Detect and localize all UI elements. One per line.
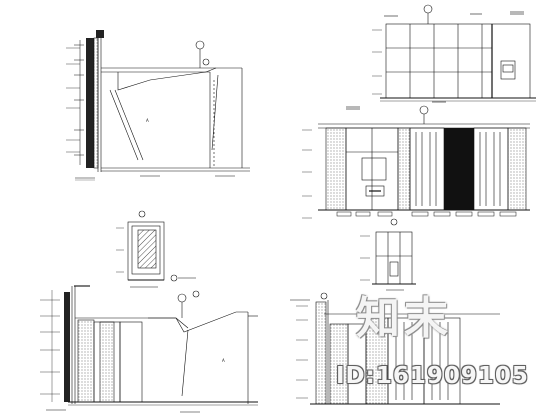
door-detail-middle [116,210,196,288]
door-detail-bottom-right [360,218,416,291]
elevation-top-right [372,4,536,103]
elevation-middle-right [302,105,530,219]
watermark-logo: 知末 [356,293,452,344]
watermark-id: ID:161909105 [336,363,529,389]
section-bottom-left: A [40,285,258,413]
svg-text:A: A [222,358,225,363]
section-top-left: A [66,30,250,181]
svg-text:A: A [146,118,149,123]
elevation-bottom-right [290,292,500,405]
